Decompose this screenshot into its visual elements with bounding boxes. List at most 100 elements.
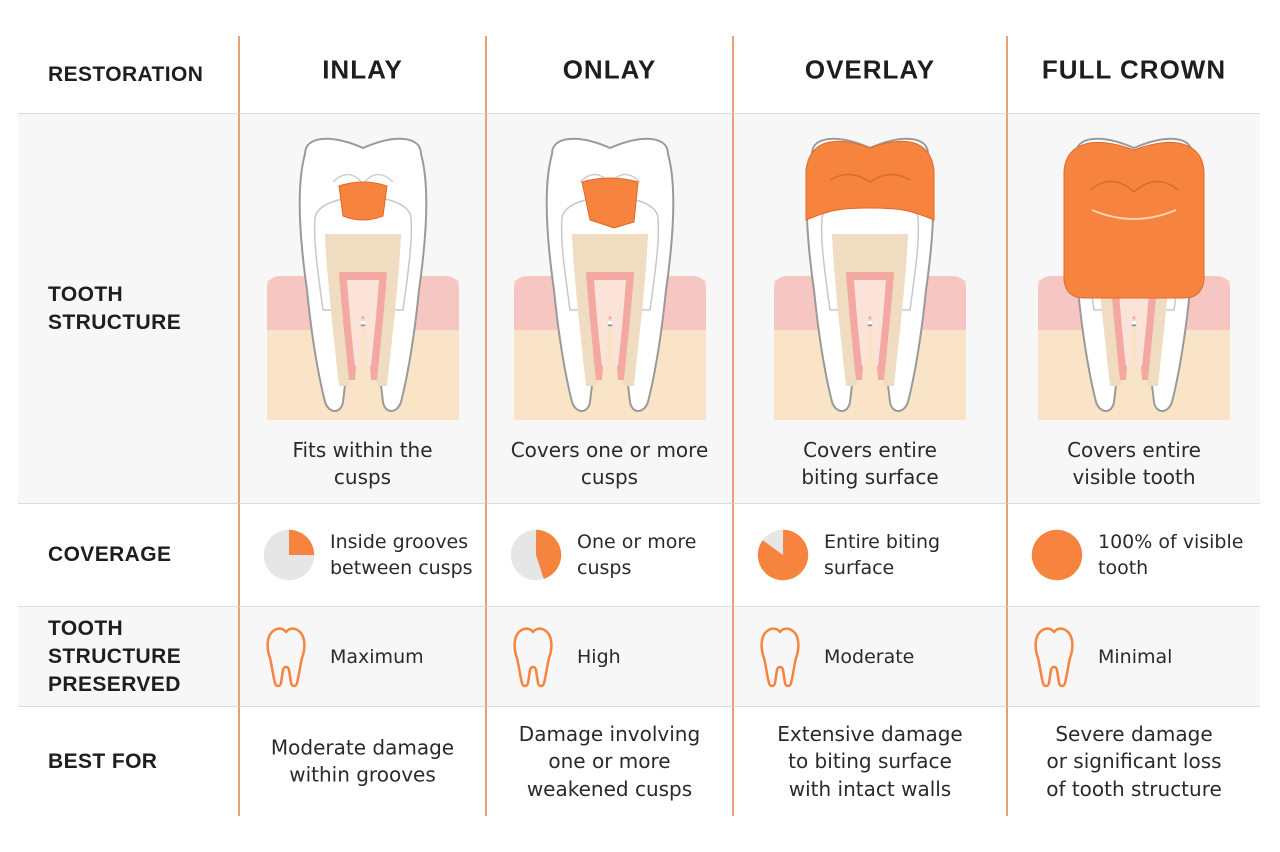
coverage-pie — [757, 529, 809, 581]
pie-slice — [1031, 529, 1083, 581]
coverage-cell-inlay: Inside grooves between cusps — [238, 504, 485, 607]
pulp-inner — [346, 280, 379, 366]
best-for-line: or significant loss — [1046, 748, 1222, 773]
column-header-onlay: ONLAY — [485, 36, 732, 114]
coverage-line: between cusps — [330, 557, 473, 579]
coverage-line: 100% of visible — [1098, 531, 1244, 553]
caption-line: biting surface — [801, 465, 939, 489]
row-label-cell-restoration: RESTORATION — [18, 36, 238, 114]
row-label-cell-coverage: COVERAGE — [18, 504, 238, 607]
column-title: OVERLAY — [804, 54, 936, 85]
tooth-diagram — [1038, 137, 1230, 420]
best-for-line: Damage involving — [518, 721, 701, 746]
row-label-line: PRESERVED — [48, 672, 181, 696]
best-for-line: to biting surface — [788, 748, 952, 773]
tooth-icon-outline — [266, 626, 306, 687]
row-label-line: TOOTH STRUCTURE — [48, 616, 182, 668]
structure-caption: Covers entire visible tooth — [1016, 437, 1252, 491]
caption-line: Covers one or more — [510, 438, 709, 462]
column-title: ONLAY — [562, 54, 657, 85]
structure-caption: Covers one or more cusps — [495, 437, 724, 491]
best-for-line: with intact walls — [788, 776, 952, 801]
preserved-text: Minimal — [1098, 645, 1173, 668]
preserved-cell-full-crown: Minimal — [1006, 607, 1260, 707]
row-label-line: TOOTH — [48, 282, 124, 306]
coverage-cell-overlay: Entire biting surface — [732, 504, 1006, 607]
preserved-cell-overlay: Moderate — [732, 607, 1006, 707]
column-title: FULL CROWN — [1041, 54, 1227, 85]
tooth-outline-icon — [513, 626, 553, 687]
overlay-restoration — [805, 140, 935, 221]
caption-line: Covers entire — [1067, 438, 1201, 462]
coverage-pie — [510, 529, 562, 581]
tooth-diagram — [774, 137, 966, 420]
pulp-inner — [593, 280, 626, 366]
preserved-text: High — [577, 645, 621, 668]
coverage-line: Inside grooves — [330, 531, 469, 553]
inlay-restoration — [337, 181, 388, 221]
pie-slice — [536, 529, 562, 579]
coverage-line: surface — [824, 557, 895, 579]
tooth-structure-cell-full-crown: Covers entire visible tooth — [1006, 114, 1260, 504]
caption-line: cusps — [580, 465, 639, 489]
coverage-text: Entire biting surface — [824, 529, 940, 581]
crown-highlight — [1091, 209, 1177, 220]
coverage-pie — [1031, 529, 1083, 581]
preserved-text: Moderate — [824, 645, 915, 668]
column-header-full-crown: FULL CROWN — [1006, 36, 1260, 114]
caption-line: Fits within the — [292, 438, 433, 462]
onlay-restoration — [580, 177, 639, 229]
tooth-icon-outline — [513, 626, 553, 687]
best-for-line: weakened cusps — [526, 776, 693, 801]
best-for-line: Moderate damage — [270, 735, 455, 759]
tooth-structure-cell-inlay: Fits within the cusps — [238, 114, 485, 504]
coverage-pie — [263, 529, 315, 581]
row-label-cell-preserved: TOOTH STRUCTURE PRESERVED — [18, 607, 238, 707]
tooth-structure-cell-overlay: Covers entire biting surface — [732, 114, 1006, 504]
coverage-text: Inside grooves between cusps — [330, 529, 473, 581]
coverage-cell-full-crown: 100% of visible tooth — [1006, 504, 1260, 607]
row-label-cell-tooth-structure: TOOTH STRUCTURE — [18, 114, 238, 504]
caption-line: cusps — [333, 465, 392, 489]
column-header-inlay: INLAY — [238, 36, 485, 114]
preserved-cell-onlay: High — [485, 607, 732, 707]
caption-line: visible tooth — [1072, 465, 1196, 489]
structure-caption: Covers entire biting surface — [742, 437, 998, 491]
coverage-line: cusps — [577, 557, 632, 579]
crown-restoration — [1063, 141, 1205, 299]
row-label-line: STRUCTURE — [48, 310, 182, 334]
best-for-line: of tooth structure — [1046, 776, 1222, 801]
row-label-cell-best-for: BEST FOR — [18, 707, 238, 816]
preserved-text: Maximum — [330, 645, 424, 668]
coverage-line: Entire biting — [824, 531, 941, 553]
row-label-best-for: BEST FOR — [48, 749, 158, 773]
caption-line: Covers entire — [803, 438, 937, 462]
structure-caption: Fits within the cusps — [248, 437, 477, 491]
best-for-line: Severe damage — [1055, 721, 1213, 746]
overlay-groove — [829, 173, 911, 183]
tooth-outline-icon — [760, 626, 800, 687]
column-header-overlay: OVERLAY — [732, 36, 1006, 114]
row-label-tooth-structure: TOOTH STRUCTURE — [48, 281, 181, 337]
column-title: INLAY — [322, 54, 403, 85]
pie-slice — [757, 529, 809, 581]
row-label-coverage: COVERAGE — [48, 543, 172, 566]
coverage-text: 100% of visible tooth — [1098, 529, 1243, 581]
crown-groove — [1089, 180, 1179, 194]
tooth-outline-icon — [1034, 626, 1074, 687]
coverage-line: tooth — [1098, 557, 1149, 579]
pulp-inner — [1118, 280, 1150, 366]
tooth-outline-icon — [266, 626, 306, 687]
tooth-structure-cell-onlay: Covers one or more cusps — [485, 114, 732, 504]
pie-slice — [289, 529, 315, 555]
